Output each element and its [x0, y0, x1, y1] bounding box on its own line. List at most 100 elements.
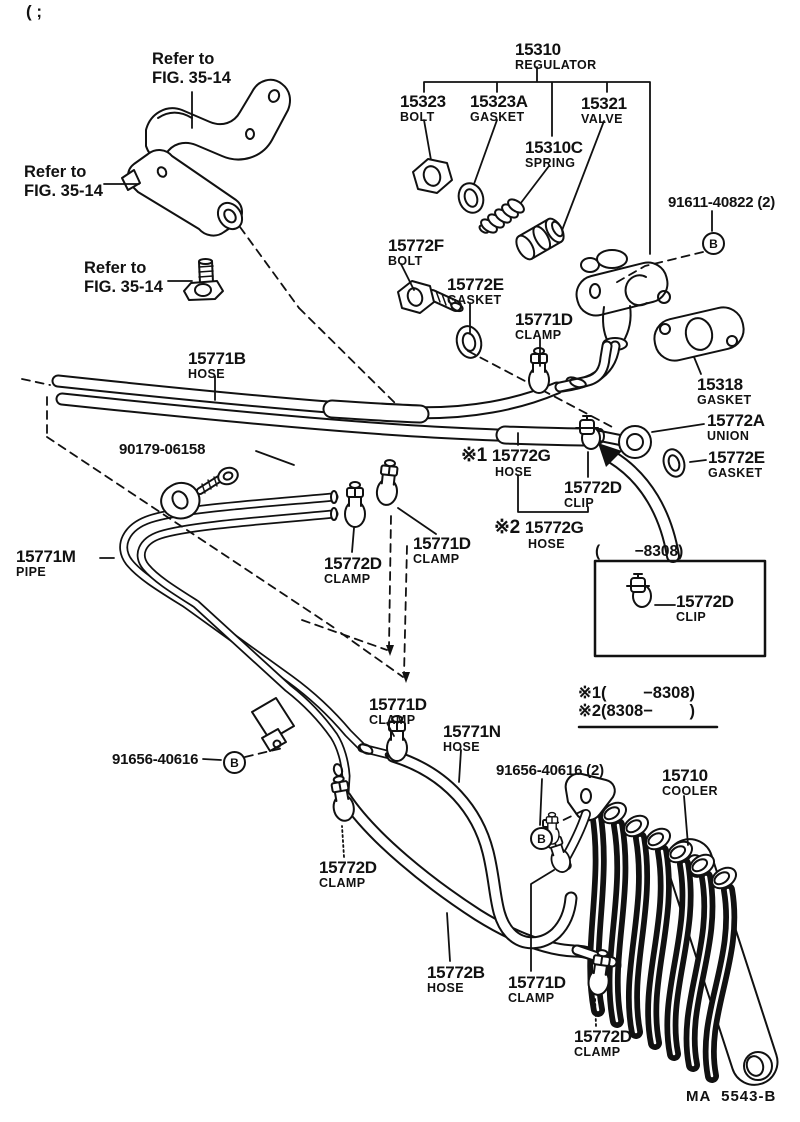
part-number: 15772E	[708, 448, 765, 467]
figure-ref-2: Refer to FIG. 35-14	[24, 163, 103, 201]
part-name: CLAMP	[413, 552, 460, 566]
part-name: HOSE	[427, 981, 465, 995]
part-number: 15310C	[525, 138, 583, 157]
part-name: CLAMP	[508, 991, 555, 1005]
bracket-drawing-1	[145, 78, 291, 161]
part-name: GASKET	[697, 393, 752, 407]
part-name: CLAMP	[515, 328, 562, 342]
part-label-15310c: 15310C SPRING	[525, 139, 583, 170]
gasket-15772e-2-drawing	[662, 448, 686, 478]
part-number: 15771D	[413, 534, 471, 553]
part-label-91656-2: 91656-40616 (2)	[496, 762, 604, 779]
part-number: 15710	[662, 766, 708, 785]
part-label-15772e-2: 15772E GASKET	[708, 449, 765, 480]
part-number: 15772D	[574, 1027, 632, 1046]
part-label-15772d-4: 15772D CLAMP	[574, 1028, 632, 1059]
part-label-15771d-4: 15771D CLAMP	[508, 974, 566, 1005]
part-number: 15771M	[16, 547, 76, 566]
part-label-15772a: 15772A UNION	[707, 412, 765, 443]
part-number: 15772A	[707, 411, 765, 430]
gasket-15772e-1-drawing	[455, 325, 483, 359]
cooler-15710-drawing	[542, 772, 779, 1086]
dashed-arrowhead-2	[402, 672, 410, 683]
part-name: CLIP	[564, 496, 595, 510]
regulator-body-drawing	[556, 249, 671, 393]
part-label-15771m: 15771M PIPE	[16, 548, 76, 579]
spring-15310c-drawing	[478, 198, 525, 234]
dashed-arrowhead-1	[386, 645, 394, 656]
part-name: HOSE	[495, 465, 533, 479]
part-label-91611: 91611-40822 (2)	[668, 194, 776, 211]
figure-ref-3: Refer to FIG. 35-14	[84, 259, 163, 297]
b-bolt-marker-1: B	[702, 232, 725, 255]
part-name: VALVE	[581, 112, 623, 126]
part-name: BOLT	[388, 254, 423, 268]
part-number: 15771B	[188, 349, 246, 368]
part-number: 15323	[400, 92, 446, 111]
clamp-icon	[528, 347, 550, 394]
part-label-15771d-2: 15771D CLAMP	[413, 535, 471, 566]
clamp-icon	[344, 481, 366, 528]
part-label-15771d-1: 15771D CLAMP	[515, 311, 573, 342]
inset-box-header: ( −8308)	[595, 543, 684, 560]
part-name: HOSE	[443, 740, 481, 754]
part-name: GASKET	[708, 466, 763, 480]
part-label-15772d-box: 15772D CLIP	[676, 593, 734, 624]
part-number: 15321	[581, 94, 627, 113]
part-label-15710: 15710 COOLER	[662, 767, 718, 798]
part-label-15772d-2: 15772D CLAMP	[324, 555, 382, 586]
clamp-icon	[374, 458, 402, 507]
install-arrow-hose-drawing	[598, 443, 680, 563]
hose-15771n-drawing	[386, 749, 578, 950]
figure-ref-line1: Refer to	[84, 259, 147, 277]
part-number: 15772F	[388, 236, 444, 255]
part-name: CLAMP	[369, 713, 416, 727]
part-label-15321: 15321 VALVE	[581, 95, 627, 126]
part-number: 15310	[515, 40, 561, 59]
part-name: CLAMP	[319, 876, 366, 890]
gasket-15323a-drawing	[457, 182, 485, 214]
part-name: COOLER	[662, 784, 718, 798]
date-note-2: ※2(8308− )	[578, 702, 696, 720]
part-name: CLAMP	[574, 1045, 621, 1059]
part-number: 15772E	[447, 275, 504, 294]
clip-icon	[626, 573, 652, 608]
dashed-guides	[21, 226, 704, 827]
part-label-90179: 90179-06158	[119, 441, 206, 458]
part-name: GASKET	[447, 293, 502, 307]
part-name: REGULATOR	[515, 58, 597, 72]
valve-15321-drawing	[515, 217, 565, 261]
part-number: 15323A	[470, 92, 528, 111]
part-label-15318: 15318 GASKET	[697, 376, 752, 407]
gasket-15318-drawing	[653, 306, 745, 362]
part-name: UNION	[707, 429, 750, 443]
part-number: 15771D	[515, 310, 573, 329]
part-name: SPRING	[525, 156, 576, 170]
figure-code: MA 5543-B	[686, 1088, 777, 1105]
part-name: BOLT	[400, 110, 435, 124]
bolt-15772f-drawing	[397, 280, 464, 314]
part-label-91656-1: 91656-40616	[112, 751, 199, 768]
leader-lines	[99, 91, 713, 1027]
part-name: CLAMP	[324, 572, 371, 586]
bracket-drawing-2	[121, 149, 244, 237]
part-number: 15318	[697, 375, 743, 394]
part-label-15771d-3: 15771D CLAMP	[369, 696, 427, 727]
part-label-15772d-3: 15772D CLAMP	[319, 859, 377, 890]
part-label-15772b: 15772B HOSE	[427, 964, 485, 995]
part-label-15323: 15323 BOLT	[400, 93, 446, 124]
part-number: 15772D	[319, 858, 377, 877]
figure-ref-line1: Refer to	[152, 50, 215, 68]
part-label-15772f: 15772F BOLT	[388, 237, 444, 268]
b-bolt-marker-2: B	[223, 751, 246, 774]
part-number: 15771N	[443, 722, 501, 741]
note-star-1: ※1	[461, 445, 487, 466]
part-label-15310: 15310 REGULATOR	[515, 41, 597, 72]
part-label-15772d-clip: 15772D CLIP	[564, 479, 622, 510]
inset-box	[593, 559, 767, 658]
